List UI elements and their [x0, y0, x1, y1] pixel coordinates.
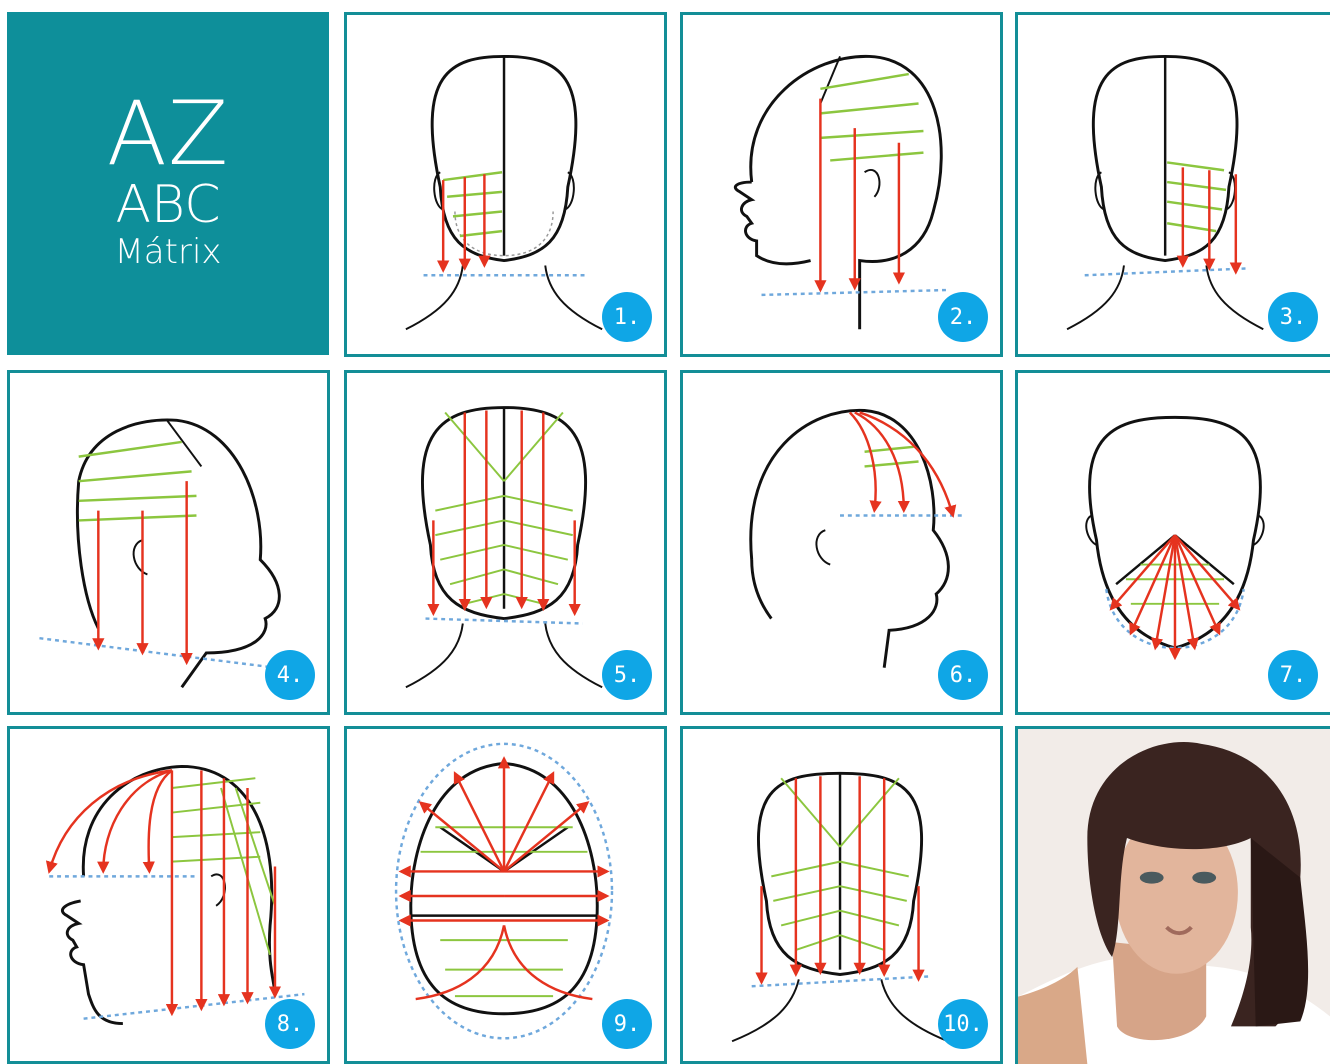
step-badge: 9.: [602, 999, 652, 1049]
title-matrix: Mátrix: [114, 232, 221, 272]
diagram-panel-1: 1.: [344, 12, 667, 357]
step-badge: 1.: [602, 292, 652, 342]
title-abc: ABC: [115, 178, 220, 232]
step-badge: 2.: [938, 292, 988, 342]
diagram-panel-4: 4.: [7, 370, 330, 715]
step-badge: 10.: [938, 999, 988, 1049]
diagram-panel-2: 2.: [680, 12, 1003, 357]
diagram-panel-6: 6.: [680, 370, 1003, 715]
bob-haircut-photo: [1015, 726, 1330, 1064]
title-az: AZ: [107, 90, 229, 178]
diagram-panel-10: 10.: [680, 726, 1003, 1064]
diagram-panel-9: 9.: [344, 726, 667, 1064]
diagram-panel-7: 7.: [1015, 370, 1330, 715]
step-badge: 6.: [938, 650, 988, 700]
step-badge: 4.: [265, 650, 315, 700]
step-badge: 7.: [1268, 650, 1318, 700]
model-photo: [1018, 729, 1330, 1064]
diagram-panel-5: 5.: [344, 370, 667, 715]
diagram-panel-8: 8.: [7, 726, 330, 1064]
step-badge: 5.: [602, 650, 652, 700]
diagram-panel-3: 3.: [1015, 12, 1330, 357]
step-badge: 8.: [265, 999, 315, 1049]
step-badge: 3.: [1268, 292, 1318, 342]
title-tile: AZ ABC Mátrix: [7, 12, 329, 355]
